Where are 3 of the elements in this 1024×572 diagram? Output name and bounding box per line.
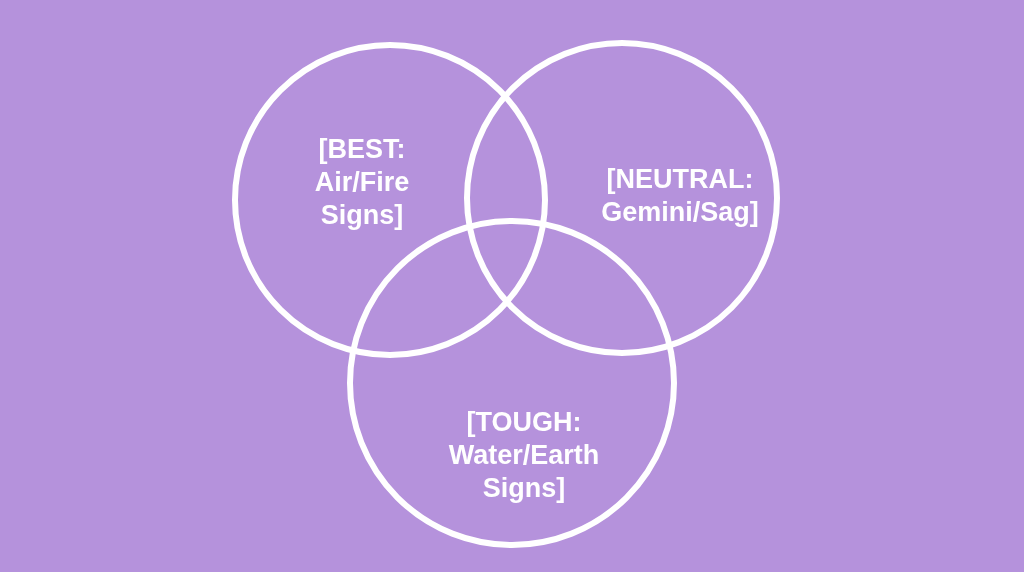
circle-label: [NEUTRAL: Gemini/Sag]: [600, 163, 760, 229]
circle-label: [BEST: Air/Fire Signs]: [313, 132, 411, 232]
circle-label: [TOUGH: Water/Earth Signs]: [447, 405, 601, 505]
